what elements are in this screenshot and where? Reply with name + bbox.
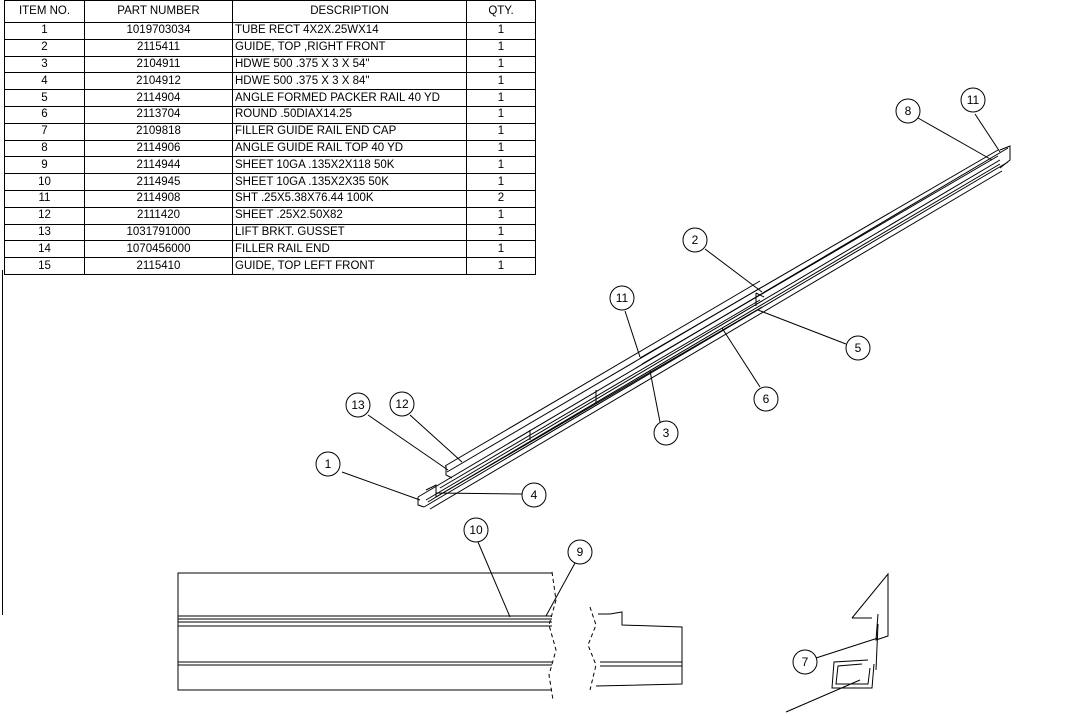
balloon-circle — [753, 386, 779, 412]
balloon-circle — [792, 649, 818, 675]
balloon-number: 9 — [577, 545, 584, 559]
balloon-1: 1 — [315, 451, 341, 477]
part-number-cell: 1031791000 — [84, 223, 233, 242]
qty-cell: 1 — [466, 257, 536, 275]
balloon-number: 7 — [802, 655, 809, 669]
balloon-circle — [845, 335, 871, 361]
balloon-11: 11 — [609, 285, 635, 311]
balloon-6: 6 — [753, 386, 779, 412]
balloon-number: 5 — [855, 341, 862, 355]
header-description: DESCRIPTION — [232, 0, 467, 23]
balloon-3: 3 — [653, 420, 679, 446]
balloon-number: 4 — [531, 488, 538, 502]
balloon-circle — [567, 539, 593, 565]
part-number-cell: 2104912 — [84, 72, 233, 91]
balloon-circle — [653, 420, 679, 446]
balloon-leaders — [341, 113, 1001, 713]
balloon-4: 4 — [521, 482, 547, 508]
balloon-circle — [345, 392, 371, 418]
balloon-circle — [609, 285, 635, 311]
section-detail-view — [177, 571, 683, 701]
balloon-circle — [389, 391, 415, 417]
balloon-13: 13 — [345, 392, 371, 418]
description-cell: SHEET 10GA .135X2X118 50K — [232, 156, 467, 175]
balloon-12: 12 — [389, 391, 415, 417]
description-cell: TUBE RECT 4X2X.25WX14 — [232, 22, 467, 40]
balloon-number: 3 — [663, 426, 670, 440]
balloon-number: 8 — [905, 104, 912, 118]
balloon-number: 2 — [692, 233, 699, 247]
sheet-border-line — [2, 270, 3, 615]
balloon-circle — [895, 98, 921, 124]
balloon-circle — [960, 87, 986, 113]
balloon-number: 12 — [395, 397, 409, 411]
balloon-number: 11 — [967, 93, 980, 107]
balloon-number: 6 — [763, 392, 770, 406]
balloon-circle — [682, 227, 708, 253]
description-cell: GUIDE, TOP ,RIGHT FRONT — [232, 38, 467, 57]
description-cell: SHT .25X5.38X76.44 100K — [232, 189, 467, 208]
balloon-8: 8 — [895, 98, 921, 124]
balloon-2: 2 — [682, 227, 708, 253]
balloon-number: 11 — [616, 291, 629, 305]
header-qty: QTY. — [466, 0, 536, 23]
balloon-circle — [521, 482, 547, 508]
bom-header-row: ITEM NO. PART NUMBER DESCRIPTION QTY. — [4, 0, 536, 23]
description-cell: HDWE 500 .375 X 3 X 84" — [232, 72, 467, 91]
header-item-no: ITEM NO. — [4, 0, 85, 23]
balloon-circle — [463, 517, 489, 543]
description-cell: ANGLE FORMED PACKER RAIL 40 YD — [232, 89, 467, 107]
rail-assembly — [417, 145, 1011, 510]
balloon-7: 7 — [792, 649, 818, 675]
balloon-5: 5 — [845, 335, 871, 361]
balloon-number: 1 — [325, 457, 332, 471]
item-no-cell: 15 — [4, 257, 85, 275]
balloon-circle — [315, 451, 341, 477]
balloon-10: 10 — [463, 517, 489, 543]
description-cell: GUIDE, TOP LEFT FRONT — [232, 257, 467, 275]
balloon-number: 13 — [351, 398, 365, 412]
balloon-9: 9 — [567, 539, 593, 565]
balloon-number: 10 — [469, 523, 483, 537]
balloon-11: 11 — [960, 87, 986, 113]
description-cell: ANGLE GUIDE RAIL TOP 40 YD — [232, 139, 467, 158]
end-cap-detail-view — [831, 572, 889, 689]
